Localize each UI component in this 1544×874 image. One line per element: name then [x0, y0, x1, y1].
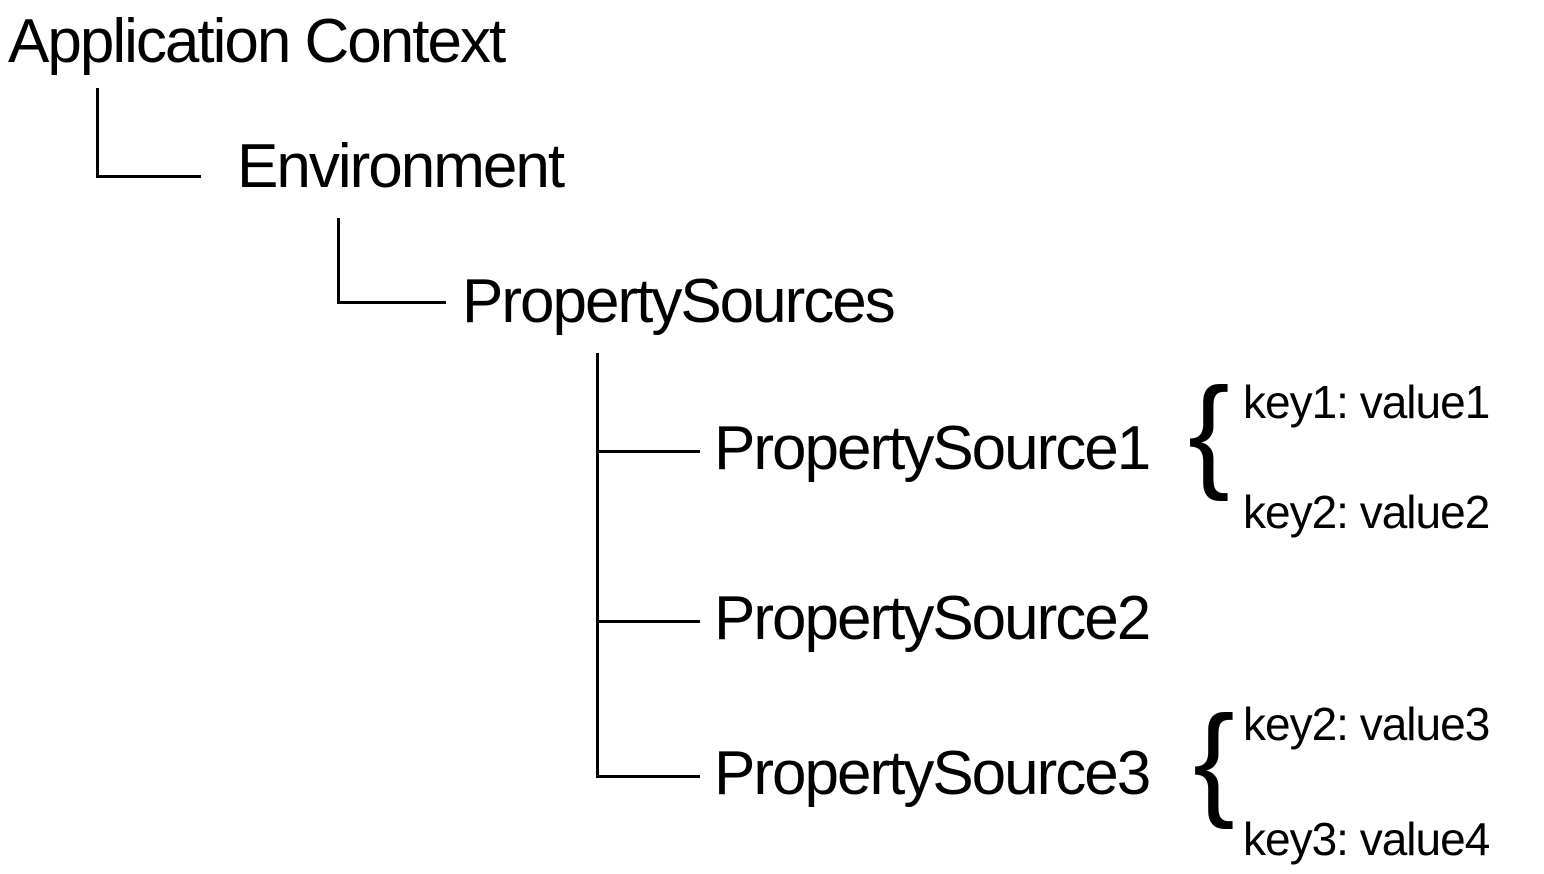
node-property-source1: PropertySource1 — [714, 414, 1151, 483]
curly-brace-propertysource1: { — [1188, 363, 1230, 502]
connector-appcontext-environment-vertical — [96, 88, 99, 178]
entry-propertysource3-key2: key2: value3 — [1243, 698, 1490, 750]
entry-propertysource3-key3: key3: value4 — [1243, 813, 1490, 865]
connector-environment-propertysources-horizontal — [337, 301, 446, 304]
node-application-context: Application Context — [8, 7, 506, 76]
connector-branch-propertysource3 — [599, 775, 700, 778]
node-property-source3: PropertySource3 — [714, 739, 1151, 808]
entry-propertysource1-key1: key1: value1 — [1243, 376, 1490, 428]
node-property-sources: PropertySources — [462, 267, 896, 336]
entry-propertysource1-key2: key2: value2 — [1243, 486, 1490, 538]
curly-brace-propertysource3: { — [1193, 691, 1235, 830]
node-environment: Environment — [237, 132, 565, 201]
node-property-source2: PropertySource2 — [714, 584, 1151, 653]
connector-branch-propertysource2 — [599, 620, 700, 623]
connector-appcontext-environment-horizontal — [96, 175, 201, 178]
connector-branch-propertysource1 — [599, 450, 700, 453]
connector-propertysources-trunk — [596, 353, 599, 778]
connector-environment-propertysources-vertical — [337, 218, 340, 304]
